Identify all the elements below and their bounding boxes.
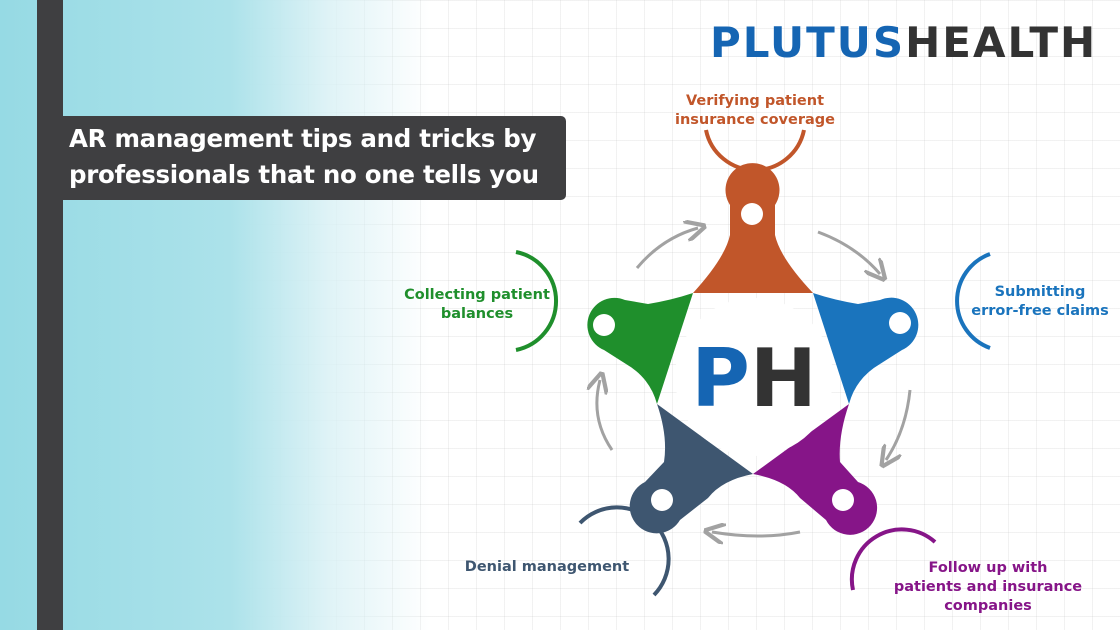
arc-submitting <box>955 252 991 350</box>
left-accent-bar <box>37 0 63 630</box>
step-label-follow-up: Follow up with patients and insurance co… <box>882 559 1094 616</box>
petal-verifying <box>693 163 813 293</box>
hole-verifying <box>741 203 763 225</box>
step-label-submitting: Submitting error-free claims <box>960 283 1120 321</box>
title-line-1: AR management tips and tricks by <box>69 124 537 153</box>
center-badge-text: PH <box>691 332 817 425</box>
step-follow-up-line1: Follow up with <box>928 560 1048 576</box>
step-follow-up-line3: companies <box>944 598 1032 614</box>
logo-part-health: HEALTH <box>905 18 1098 67</box>
cycle-arrow-5 <box>597 380 614 451</box>
step-collecting-line2: balances <box>440 306 514 322</box>
arc-follow-up <box>849 527 937 591</box>
hole-submitting <box>889 312 911 334</box>
step-denial-line1: Denial management <box>464 559 630 575</box>
hole-collecting <box>593 314 615 336</box>
hole-follow-up <box>832 489 854 511</box>
step-label-verifying: Verifying patient insurance coverage <box>660 92 850 130</box>
step-verifying-line1: Verifying patient <box>685 93 825 109</box>
cycle-arrow-1 <box>635 228 698 269</box>
cycle-arrow-2 <box>817 230 880 274</box>
center-circle <box>675 298 833 456</box>
title-banner: AR management tips and tricks by profess… <box>63 116 566 200</box>
step-submitting-line1: Submitting <box>994 284 1086 300</box>
arc-collecting <box>515 250 559 352</box>
step-verifying-line2: insurance coverage <box>675 112 835 128</box>
step-submitting-line2: error-free claims <box>971 303 1109 319</box>
title-line-2: professionals that no one tells you <box>69 160 539 189</box>
logo-part-plutus: PLUTUS <box>710 18 906 67</box>
cycle-arrow-3 <box>886 389 912 460</box>
plutushealth-logo: PLUTUSHEALTH <box>710 18 1095 68</box>
step-label-collecting: Collecting patient balances <box>388 286 566 324</box>
step-follow-up-line2: patients and insurance <box>893 579 1083 595</box>
step-label-denial: Denial management <box>447 558 647 577</box>
step-collecting-line1: Collecting patient <box>404 287 550 303</box>
hole-denial <box>651 489 673 511</box>
cycle-arrow-4 <box>712 532 801 536</box>
